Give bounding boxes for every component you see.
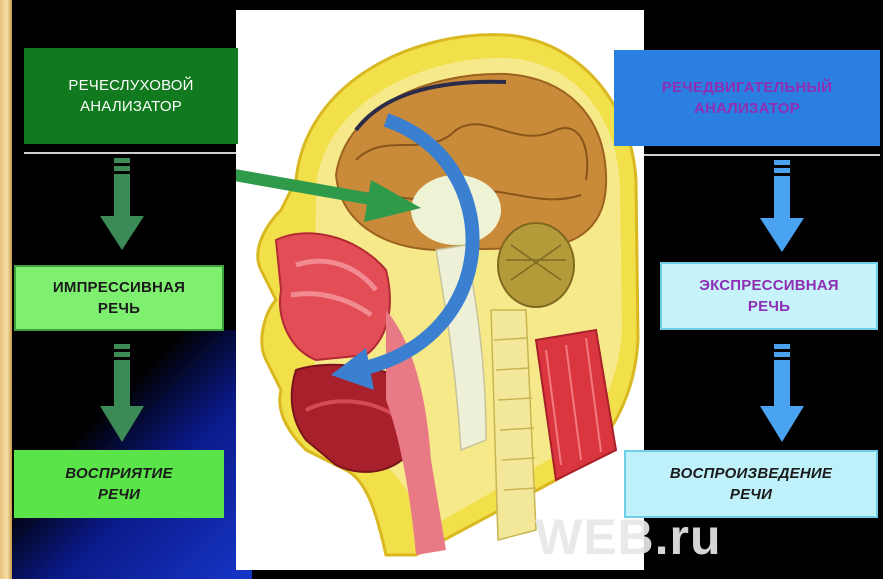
impressive-speech-line1: ИМПРЕССИВНАЯ bbox=[53, 277, 185, 298]
motor-analyzer-line1: РЕЧЕДВИГАТЕЛЬНЫЙ bbox=[662, 77, 832, 98]
down-arrow-icon bbox=[98, 344, 146, 444]
speech-reproduction-line2: РЕЧИ bbox=[730, 484, 772, 505]
expressive-speech-box: ЭКСПРЕССИВНАЯ РЕЧЬ bbox=[660, 262, 878, 330]
speech-perception-line1: ВОСПРИЯТИЕ bbox=[65, 463, 172, 484]
speech-perception-line2: РЕЧИ bbox=[98, 484, 140, 505]
speech-perception-box: ВОСПРИЯТИЕ РЕЧИ bbox=[14, 450, 224, 518]
down-arrow-icon bbox=[98, 158, 146, 254]
motor-analyzer-line2: АНАЛИЗАТОР bbox=[694, 98, 800, 119]
watermark: WEB.ru bbox=[535, 508, 722, 566]
slide-border bbox=[0, 0, 12, 579]
expressive-speech-line2: РЕЧЬ bbox=[748, 296, 790, 317]
head-sagittal-section-image bbox=[236, 10, 644, 570]
impressive-speech-box: ИМПРЕССИВНАЯ РЕЧЬ bbox=[14, 265, 224, 331]
motor-analyzer-box: РЕЧЕДВИГАТЕЛЬНЫЙ АНАЛИЗАТОР bbox=[614, 50, 880, 146]
head-illustration bbox=[236, 10, 644, 570]
auditory-analyzer-box: РЕЧЕСЛУХОВОЙ АНАЛИЗАТОР bbox=[24, 48, 238, 144]
down-arrow-icon bbox=[758, 160, 806, 256]
down-arrow-icon bbox=[758, 344, 806, 444]
auditory-analyzer-line1: РЕЧЕСЛУХОВОЙ bbox=[68, 75, 193, 96]
impressive-speech-line2: РЕЧЬ bbox=[98, 298, 140, 319]
speech-reproduction-line1: ВОСПРОИЗВЕДЕНИЕ bbox=[670, 463, 832, 484]
expressive-speech-line1: ЭКСПРЕССИВНАЯ bbox=[699, 275, 839, 296]
auditory-analyzer-line2: АНАЛИЗАТОР bbox=[80, 96, 182, 117]
